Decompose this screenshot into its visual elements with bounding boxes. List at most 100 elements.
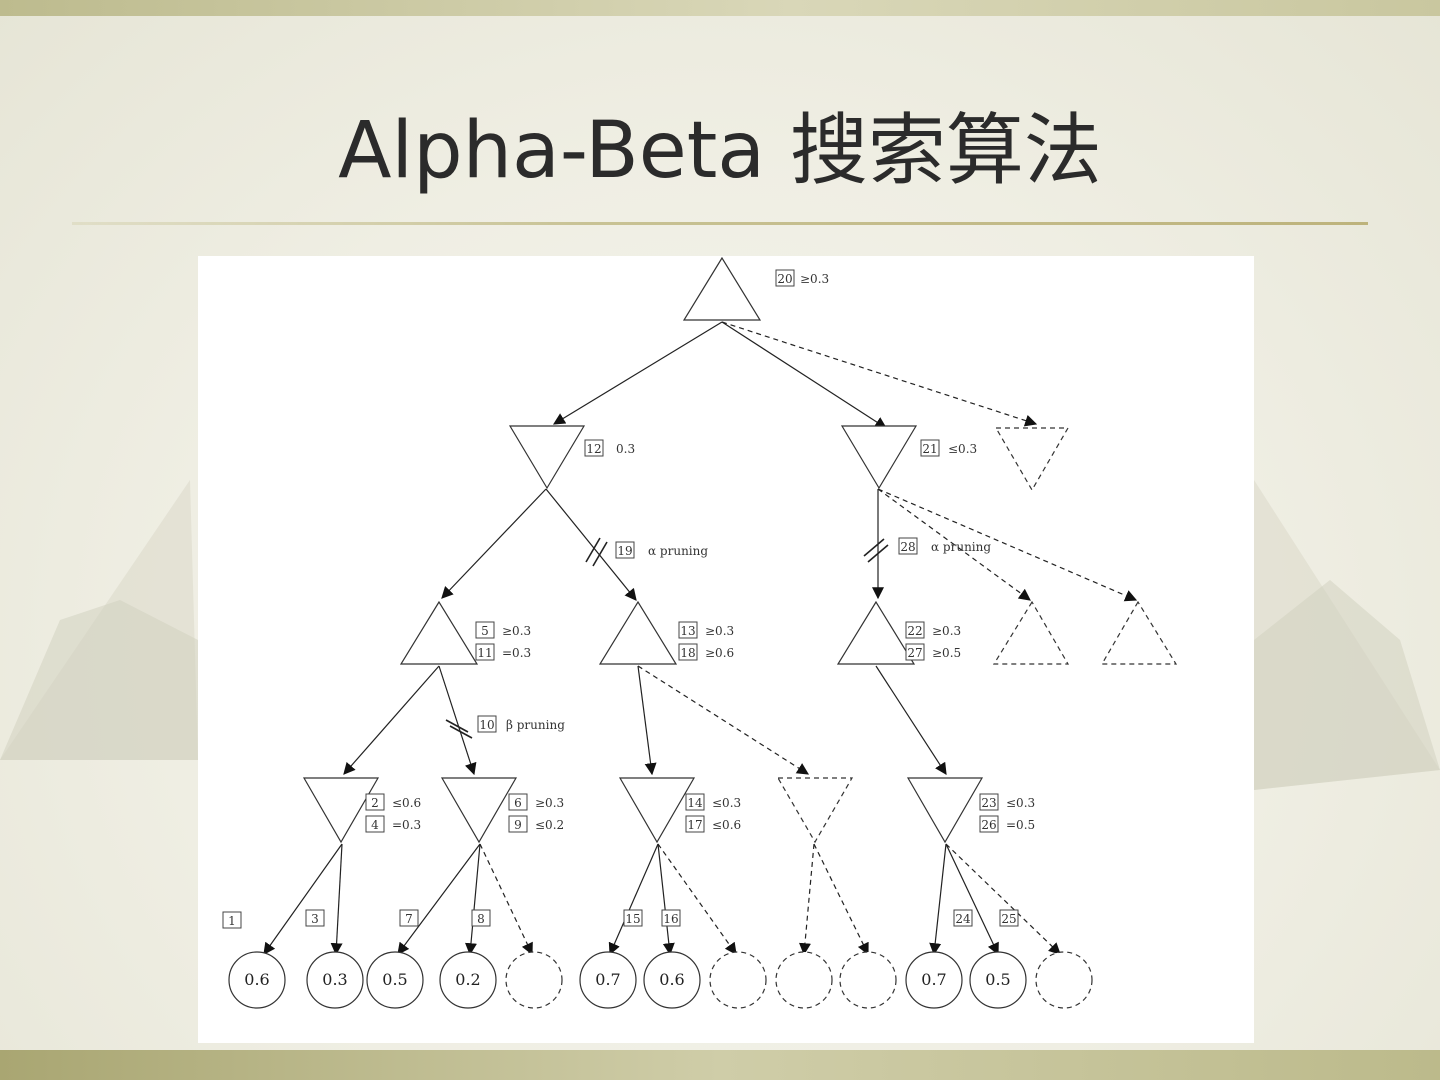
edge-n6-leaf4 — [470, 844, 480, 954]
bound-11: =0.3 — [502, 646, 531, 660]
step-label-3: 3 — [311, 912, 319, 926]
edge-n23-leaf13 — [946, 844, 1060, 954]
edge-n23-leaf11 — [934, 844, 946, 954]
step-label-14: 14 — [687, 796, 703, 810]
max-node-pruned-a — [994, 602, 1068, 664]
leaf-value-2: 0.3 — [322, 970, 347, 989]
max-node-5 — [401, 602, 477, 664]
edge-root-n12 — [554, 322, 722, 424]
step-label-20: 20 — [777, 272, 792, 286]
step-label-17: 17 — [687, 818, 702, 832]
edge-n2-leaf2 — [336, 844, 342, 954]
min-node-21 — [842, 426, 916, 488]
bound-root: ≥0.3 — [800, 272, 829, 286]
step-label-9: 9 — [514, 818, 522, 832]
step-label-21: 21 — [922, 442, 937, 456]
step-label-2: 2 — [371, 796, 379, 810]
min-node-pruned-l1 — [996, 428, 1068, 490]
bound-18: ≥0.6 — [705, 646, 734, 660]
leaf-circle-10 — [840, 952, 896, 1008]
edge-n6-leaf3 — [398, 844, 480, 954]
pruning-marks — [446, 538, 888, 738]
bound-2: ≤0.6 — [392, 796, 421, 810]
edge-n5-n2 — [344, 666, 439, 774]
step-label-24: 24 — [955, 912, 971, 926]
step-label-27: 27 — [907, 646, 922, 660]
pruning-label-28: α pruning — [931, 540, 991, 554]
edge-n23-leaf12 — [946, 844, 998, 954]
bound-14: ≤0.3 — [712, 796, 741, 810]
bound-23: ≤0.3 — [1006, 796, 1035, 810]
step-label-4: 4 — [371, 818, 379, 832]
leaf-circle-9 — [776, 952, 832, 1008]
max-node-root — [684, 258, 760, 320]
bound-6: ≥0.3 — [535, 796, 564, 810]
step-label-22: 22 — [907, 624, 922, 638]
step-label-26: 26 — [981, 818, 996, 832]
bound-21: ≤0.3 — [948, 442, 977, 456]
leaf-value-6: 0.7 — [595, 970, 620, 989]
alpha-beta-tree-figure: 0.6 0.3 0.5 0.2 0.7 0.6 0.7 0.5 — [198, 256, 1254, 1043]
leaf-value-11: 0.7 — [921, 970, 946, 989]
bound-17: ≤0.6 — [712, 818, 741, 832]
min-node-23 — [908, 778, 982, 842]
min-node-12 — [510, 426, 584, 488]
step-label-11: 11 — [477, 646, 492, 660]
tree-diagram: 0.6 0.3 0.5 0.2 0.7 0.6 0.7 0.5 — [198, 256, 1254, 1043]
step-label-25: 25 — [1001, 912, 1016, 926]
bound-5: ≥0.3 — [502, 624, 531, 638]
leaf-value-1: 0.6 — [244, 970, 269, 989]
step-label-8: 8 — [477, 912, 485, 926]
edge-n5-n6 — [439, 666, 474, 774]
edge-pmin-leaf9 — [804, 844, 814, 954]
edge-n6-leaf5 — [480, 844, 532, 954]
leaf-circle-8 — [710, 952, 766, 1008]
edge-n14-leaf8 — [658, 844, 736, 954]
max-node-13 — [600, 602, 676, 664]
bound-27: ≥0.5 — [932, 646, 961, 660]
leaf-circle-13 — [1036, 952, 1092, 1008]
max-node-pruned-b — [1102, 602, 1176, 664]
min-node-pruned-l3 — [778, 778, 852, 842]
pruning-label-10: β pruning — [506, 718, 565, 732]
prune-slash-28a — [864, 539, 884, 556]
leaf-value-7: 0.6 — [659, 970, 684, 989]
step-label-19: 19 — [617, 544, 632, 558]
min-node-14 — [620, 778, 694, 842]
step-label-23: 23 — [981, 796, 996, 810]
edge-n2-leaf1 — [264, 844, 342, 954]
edge-root-pruned — [722, 322, 1036, 424]
step-label-7: 7 — [405, 912, 413, 926]
edge-n12-n5 — [442, 489, 546, 598]
edge-n14-leaf6 — [610, 844, 658, 954]
slide-title: Alpha-Beta 搜索算法 — [0, 88, 1440, 200]
bound-26: =0.5 — [1006, 818, 1035, 832]
edge-n13-n14 — [638, 666, 652, 774]
max-node-22 — [838, 602, 914, 664]
pruning-label-19: α pruning — [648, 544, 708, 558]
step-label-12: 12 — [586, 442, 601, 456]
step-label-28: 28 — [900, 540, 915, 554]
step-label-5: 5 — [481, 624, 489, 638]
leaf-circle-5 — [506, 952, 562, 1008]
bound-9: ≤0.2 — [535, 818, 564, 832]
bound-12: 0.3 — [616, 442, 635, 456]
step-label-18: 18 — [680, 646, 695, 660]
step-label-15: 15 — [625, 912, 640, 926]
edge-n13-pruned — [638, 666, 808, 774]
leaf-value-12: 0.5 — [985, 970, 1010, 989]
bound-22: ≥0.3 — [932, 624, 961, 638]
step-label-1: 1 — [228, 914, 236, 928]
title-divider — [72, 222, 1368, 225]
leaf-value-4: 0.2 — [455, 970, 480, 989]
edge-root-n21 — [722, 322, 886, 428]
step-label-10: 10 — [479, 718, 494, 732]
bound-13: ≥0.3 — [705, 624, 734, 638]
step-label-16: 16 — [663, 912, 678, 926]
edge-n22-n23 — [876, 666, 946, 774]
edge-n14-leaf7 — [658, 844, 670, 954]
min-node-6 — [442, 778, 516, 842]
step-label-13: 13 — [680, 624, 695, 638]
edge-pmin-leaf10 — [814, 844, 868, 954]
tree-edges — [264, 322, 1136, 954]
